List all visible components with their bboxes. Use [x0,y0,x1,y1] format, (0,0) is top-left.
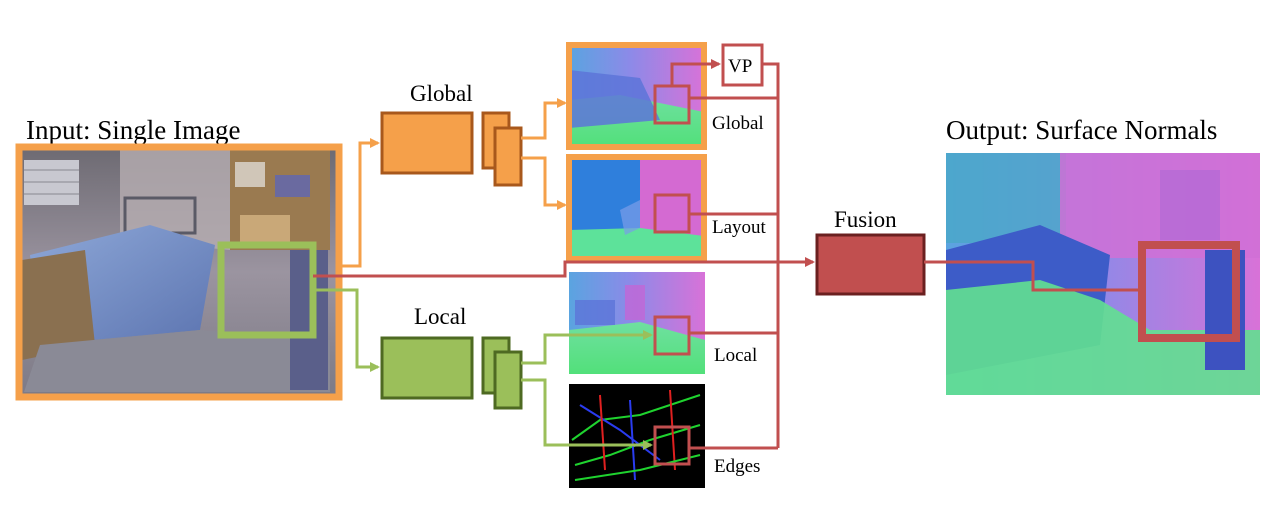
global-map-frame [566,42,707,150]
output-title: Output: Surface Normals [946,115,1217,145]
bus-vp [762,62,780,448]
arrow-input-to-global-net [339,138,380,268]
edges-map-label: Edges [714,456,760,477]
layout-map [569,157,704,259]
local-map-label: Local [714,345,757,366]
arrow-local-net-to-edges-map [521,378,653,450]
global-output-map [569,45,704,147]
arrow-input-to-fusion [313,257,815,278]
input-frame [15,143,343,401]
arrow-global-crop-to-vp [670,59,721,86]
local-net-label: Local [414,304,466,329]
arrow-fusion-to-output [924,260,1142,292]
output-normal-map [946,153,1260,395]
global-net-label: Global [410,81,473,106]
input-title: Input: Single Image [26,115,240,145]
arrow-global-net-to-layout-map [521,156,567,210]
global-net [380,111,523,187]
arrow-global-net-to-global-map [521,98,567,140]
fusion-box [815,233,926,296]
input-image [19,147,339,397]
arrow-local-net-to-local-map [521,330,653,365]
layout-map-frame [566,154,707,262]
fusion-label: Fusion [834,207,897,232]
layout-map-label: Layout [712,217,767,238]
local-map-crop [653,315,691,356]
vp-label: VP [728,56,752,77]
global-map-label: Global [712,113,764,134]
edges-map-crop [653,425,691,466]
edges-map [569,384,705,488]
local-net [380,336,523,410]
arrow-input-to-local-net [313,288,380,372]
local-output-map [569,272,705,374]
